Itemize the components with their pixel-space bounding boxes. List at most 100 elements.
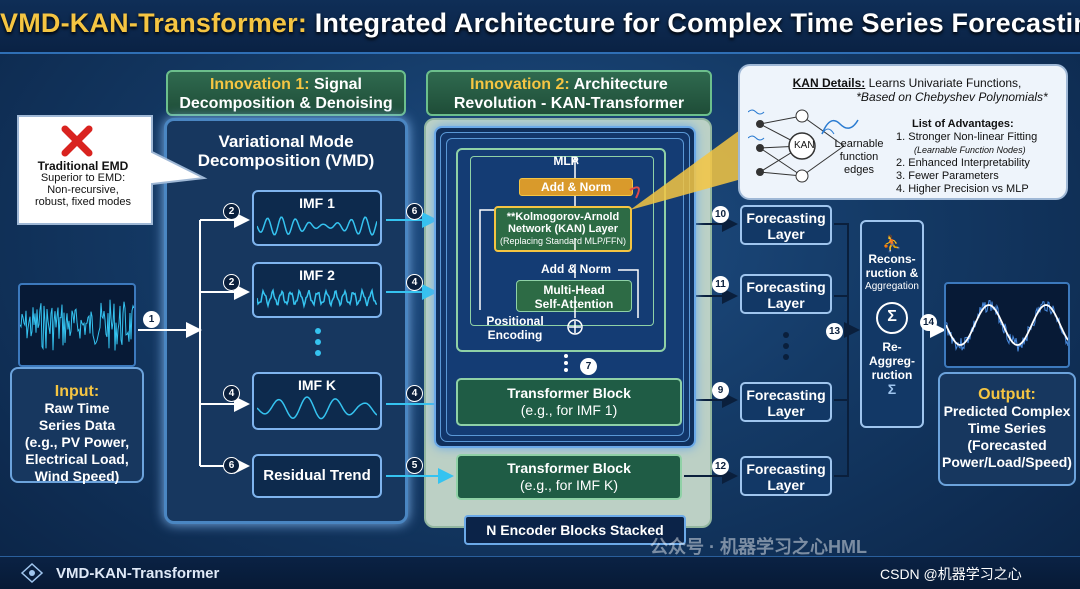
transformer1-l2: (e.g., for IMF 1) [520,402,618,418]
learnable-curve-icon [821,119,859,135]
traditional-emd-l3: robust, fixed modes [35,196,131,208]
forecast-2-l1: Forecasting [746,279,826,295]
sigma-symbol: Σ [887,381,897,397]
vmd-title-l2: Decomposition (VMD) [197,151,375,170]
forecast-3-l1: Forecasting [746,387,826,403]
forecast-1-l2: Layer [767,226,805,242]
input-box: Input: Raw Time Series Data (e.g., PV Po… [10,367,144,484]
sum-circle: Σ [876,302,908,334]
footer-bar [0,556,1080,589]
kan-details-callout-pointer [630,130,740,210]
mha-l2: Self-Attention [534,297,614,311]
vmd-title-l1: Variational Mode [218,132,354,151]
imf-2-box: IMF 2 [252,262,382,318]
forecast-4-l2: Layer [767,477,805,493]
output-l2: Time Series [967,420,1047,436]
residual-trend-box: Residual Trend [252,454,382,498]
output-box: Output: Predicted Complex Time Series (F… [938,372,1076,486]
imf-k-left-num: 4 [223,385,240,402]
imf-1-box: IMF 1 [252,190,382,246]
forecast-3-num: 9 [712,382,729,399]
forecast-4-num: 12 [712,458,729,475]
add-circle-icon [567,319,583,335]
logo-icon [20,562,44,584]
traditional-emd-title: Traditional EMD [37,159,129,173]
person-icon: ⛹ [882,236,902,253]
kan-details-title-rest: Learns Univariate Functions, [865,76,1022,90]
forecast-2-l2: Layer [767,295,805,311]
imf-ellipsis [314,326,322,362]
traditional-emd-text: Traditional EMD Superior to EMD: Non-rec… [18,160,148,208]
output-signal-box [944,282,1070,368]
forecasting-layer-2: Forecasting Layer [740,274,832,314]
forecasting-layer-4: Forecasting Layer [740,456,832,496]
imf-k-label: IMF K [297,377,337,393]
pos-l2: Encoding [487,328,543,342]
kan-layer-l3: (Replacing Standard MLP/FFN) [499,236,627,246]
innovation1-header: Innovation 1: Signal Decomposition & Den… [166,70,406,116]
encoder-stack-label: N Encoder Blocks Stacked [464,515,686,545]
advantage-4: 4. Higher Precision vs MLP [896,183,1029,195]
input-l3: (e.g., PV Power, [24,434,130,450]
traditional-emd-callout [17,115,208,225]
forecasting-layer-3: Forecasting Layer [740,382,832,422]
kan-network-icon [748,109,845,183]
recon-out-num: 14 [920,314,937,331]
learn-l2: function [839,151,879,163]
add-norm-top: Add & Norm [519,178,633,196]
recon-l3: Aggregation [865,281,919,292]
watermark: CSDN @机器学习之心 [880,566,1022,582]
imf-k-right-num: 4 [406,385,423,402]
cross-icon [61,125,93,157]
recon-in-num: 13 [826,323,843,340]
forecast-1-l1: Forecasting [746,210,826,226]
kan-transformer-block [456,148,666,352]
imf-2-right-num: 4 [406,274,423,291]
learnable-edges-label: Learnable function edges [826,138,892,177]
title-bar [0,0,1080,54]
residual-right-num: 5 [406,457,423,474]
input-num: 1 [143,311,160,328]
forecast-3-l2: Layer [767,403,805,419]
imf-1-label: IMF 1 [299,195,335,211]
kan-inner-frame [470,156,654,326]
traditional-emd-l2: Non-recursive, [47,184,119,196]
page-title: VMD-KAN-Transformer: Integrated Architec… [0,8,1080,39]
transformer-block-imfk: Transformer Block (e.g., for IMF K) [456,454,682,500]
learn-l3: edges [844,164,874,176]
recon-l2: ruction & [865,266,919,280]
input-l2: Series Data [38,417,116,433]
innovation2-prefix: Innovation 2: [470,76,570,93]
innovation2-line2: Revolution - KAN-Transformer [453,95,685,112]
title-highlight: VMD-KAN-Transformer: [0,8,308,38]
kan-node-label: KAN [794,140,815,151]
reconstruction-box: ⛹ Recons- ruction & Aggregation Σ Re- Ag… [860,220,924,428]
input-l1: Raw Time [44,400,110,416]
forecasting-layer-1: Forecasting Layer [740,205,832,245]
forecast-4-l1: Forecasting [746,461,826,477]
output-l3: (Forecasted [967,437,1047,453]
transformerK-l1: Transformer Block [507,460,631,476]
imf-k-wave-icon [256,396,378,420]
forecast-2-num: 11 [712,276,729,293]
advantages-list: List of Advantages: 1. Stronger Non-line… [896,118,1066,196]
kan-layer-l1: **Kolmogorov-Arnold [506,211,620,223]
encoder-ellipsis [562,354,570,376]
innovation2-header: Innovation 2: Architecture Revolution - … [426,70,712,116]
recon-l1: Recons- [868,252,916,266]
recon-l6: ruction [871,368,913,382]
output-title: Output: [978,386,1036,403]
innovation1-line2: Decomposition & Denoising [179,95,393,112]
advantage-1-note: (Learnable Function Nodes) [914,145,1026,155]
imf-2-label: IMF 2 [299,267,335,283]
advantages-title: List of Advantages: [912,118,1014,130]
residual-left-num: 6 [223,457,240,474]
learn-l1: Learnable [834,138,884,150]
transformerK-l2: (e.g., for IMF K) [519,477,618,493]
kan-details-title: KAN Details: Learns Univariate Functions… [752,76,1062,104]
advantage-2: 2. Enhanced Interpretability [896,157,1030,169]
imf-1-wave-icon [256,216,378,236]
mlp-label: MLP [553,154,579,168]
watermark-faint: 公众号 · 机器学习之心HML [650,537,867,557]
pos-l1: Positional [486,314,544,328]
